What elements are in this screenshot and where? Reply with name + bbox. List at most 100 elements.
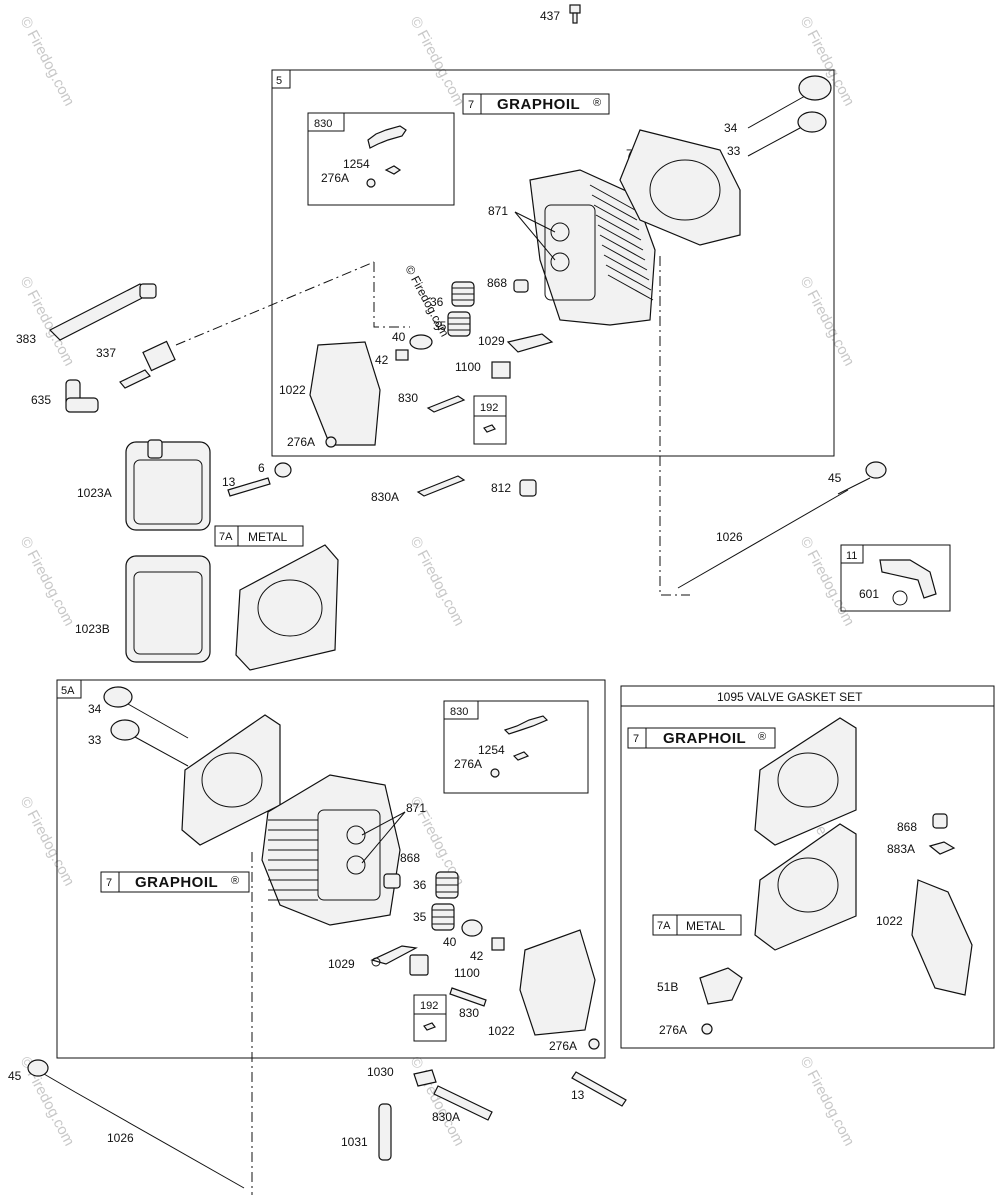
watermark: © Firedog.com: [16, 534, 77, 629]
svg-text:®: ®: [593, 97, 601, 109]
watermark: © Firedog.com: [796, 1054, 857, 1149]
stud-830a-top[interactable]: [416, 475, 466, 497]
stud-830-top[interactable]: [426, 395, 466, 413]
pin-1031[interactable]: [378, 1103, 392, 1161]
svg-text:1029: 1029: [328, 957, 355, 971]
head-gasket-top[interactable]: [619, 129, 741, 246]
valve-spring-35-mid[interactable]: [431, 903, 455, 931]
watermark: © Firedog.com: [406, 14, 467, 109]
label-1254: 1254: [343, 157, 370, 171]
svg-text:871: 871: [406, 801, 426, 815]
head-gasket-graphoil-set[interactable]: [754, 717, 857, 846]
valve-seal-868-top[interactable]: [513, 279, 529, 293]
svg-text:276A: 276A: [287, 435, 315, 449]
retainer-40-mid[interactable]: [461, 919, 483, 937]
pushrod-1026-bottom[interactable]: [27, 1059, 245, 1189]
clip-1030[interactable]: [413, 1069, 437, 1087]
svg-text:1031: 1031: [341, 1135, 368, 1149]
valve-spring-36-top[interactable]: [451, 281, 475, 307]
svg-text:7: 7: [468, 99, 474, 111]
keeper-42-top[interactable]: [395, 349, 409, 361]
svg-text:1254: 1254: [478, 743, 505, 757]
head-gasket-metal-set[interactable]: [754, 823, 857, 951]
screw-13-bottom[interactable]: [571, 1071, 627, 1107]
svg-text:868: 868: [897, 820, 917, 834]
svg-text:1100: 1100: [455, 360, 481, 374]
watermark: © Firedog.com: [16, 794, 77, 889]
svg-text:812: 812: [491, 481, 511, 495]
group-5a-box: 5A: [56, 679, 606, 1059]
exhaust-valve-33-top[interactable]: [747, 111, 827, 157]
washer-276a-set[interactable]: [701, 1023, 713, 1035]
svg-text:13: 13: [571, 1088, 585, 1102]
cylinder-head-mid[interactable]: [261, 774, 401, 926]
svg-text:830: 830: [450, 706, 468, 718]
svg-text:830A: 830A: [371, 490, 399, 504]
label-871: 871: [488, 204, 508, 218]
valve-cover-1023b[interactable]: [125, 555, 211, 663]
svg-text:®: ®: [231, 875, 239, 887]
svg-text:1022: 1022: [876, 914, 903, 928]
svg-text:34: 34: [724, 121, 738, 135]
valve-cover-gasket-1022-set[interactable]: [911, 879, 973, 996]
valve-gasket-set-box: 1095 VALVE GASKET SET: [620, 685, 995, 1049]
valve-spring-35-top[interactable]: [447, 311, 471, 337]
intake-valve-34-mid[interactable]: [103, 686, 189, 739]
rocker-pivot-1100-mid[interactable]: [409, 954, 429, 976]
stud-830a-bottom[interactable]: [433, 1085, 493, 1121]
watermark: © Firedog.com: [796, 274, 857, 369]
intake-valve-34-top[interactable]: [747, 75, 832, 129]
kit-192-top: 192: [473, 395, 507, 445]
svg-text:40: 40: [392, 330, 406, 344]
spark-plug-boot-635[interactable]: [65, 379, 99, 413]
svg-text:6: 6: [258, 461, 265, 475]
cylinder-head-top[interactable]: [529, 169, 656, 326]
washer-6[interactable]: [274, 462, 292, 478]
svg-text:7: 7: [633, 733, 639, 745]
rocker-arm-1029-top[interactable]: [491, 333, 554, 379]
svg-text:337: 337: [96, 346, 116, 360]
stud-830-mid[interactable]: [449, 987, 487, 1007]
pushrod-1026-top[interactable]: [677, 461, 887, 589]
valve-spring-36-mid[interactable]: [435, 871, 459, 899]
head-gasket-metal-middle[interactable]: [235, 544, 339, 671]
svg-text:35: 35: [413, 910, 427, 924]
retainer-40-top[interactable]: [409, 334, 433, 350]
svg-text:1023B: 1023B: [75, 622, 110, 636]
valve-cover-1023a[interactable]: [125, 439, 211, 531]
nut-812[interactable]: [519, 479, 537, 497]
rocker-arm-1029-mid[interactable]: [370, 945, 418, 967]
gasket-51b-set[interactable]: [699, 967, 743, 1005]
svg-text:36: 36: [430, 295, 444, 309]
svg-text:868: 868: [400, 851, 420, 865]
graphoil-tag-set: 7 GRAPHOIL ®: [627, 727, 776, 749]
svg-text:®: ®: [758, 731, 766, 743]
svg-text:33: 33: [727, 144, 741, 158]
svg-text:13: 13: [222, 475, 236, 489]
bolt-437[interactable]: 437: [540, 4, 581, 24]
svg-text:830: 830: [459, 1006, 479, 1020]
keeper-42-mid[interactable]: [491, 937, 505, 951]
svg-text:1022: 1022: [279, 383, 306, 397]
svg-text:45: 45: [828, 471, 842, 485]
kit-830-mid: 830 1254 276A: [443, 700, 589, 794]
label-276a: 276A: [321, 171, 349, 185]
svg-text:40: 40: [443, 935, 457, 949]
exhaust-valve-33-mid[interactable]: [110, 719, 189, 767]
screw-13-top[interactable]: [227, 477, 271, 497]
gasket-883a-set[interactable]: [928, 841, 956, 855]
head-gasket-graphoil-mid[interactable]: [181, 714, 281, 846]
svg-text:36: 36: [413, 878, 427, 892]
svg-text:830A: 830A: [432, 1110, 460, 1124]
svg-text:276A: 276A: [549, 1039, 577, 1053]
svg-text:33: 33: [88, 733, 102, 747]
spark-plug-337[interactable]: [119, 340, 176, 389]
valve-seal-868-mid[interactable]: [383, 873, 401, 889]
label-7: 7: [626, 147, 633, 161]
valve-seal-868-set[interactable]: [932, 813, 948, 829]
metal-tag-set: 7A METAL: [652, 914, 742, 936]
valve-cover-gasket-1022-top[interactable]: [309, 341, 381, 446]
valve-cover-gasket-1022-mid[interactable]: [519, 929, 596, 1036]
svg-text:7: 7: [106, 877, 112, 889]
spark-plug-wrench-383[interactable]: [48, 283, 157, 341]
